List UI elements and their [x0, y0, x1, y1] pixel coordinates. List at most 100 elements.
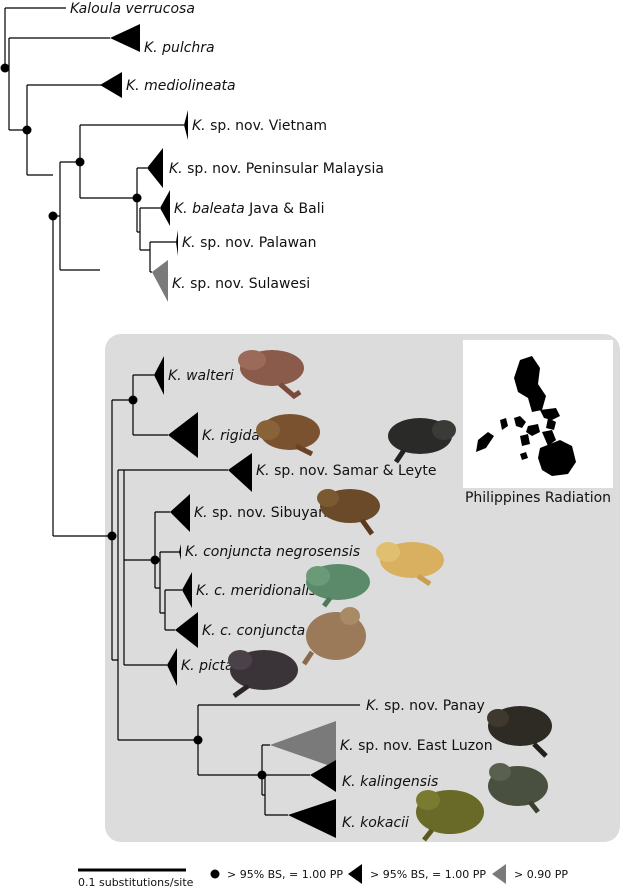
frog-photo-c-conjuncta — [301, 607, 366, 666]
taxon-part: sp. nov. Palawan — [196, 235, 317, 251]
frog-photo-negrosensis — [376, 542, 444, 587]
taxon-part: K. baleata — [174, 201, 245, 217]
taxon-part: sp. nov. Sibuyan — [208, 505, 327, 521]
frog-photo-panay — [487, 706, 552, 758]
taxon-labels: Kaloula verrucosa K. pulchra K. mediolin… — [70, 1, 493, 831]
support-dots — [0, 63, 267, 780]
collapsed-clades — [100, 24, 336, 838]
taxon-label-k-rigida: K. rigida — [202, 428, 260, 444]
philippines-map: Philippines Radiation — [463, 340, 613, 506]
taxon-part: K. kokacii — [342, 815, 409, 831]
taxon-label-k-meridionalis: K. c. meridionalis — [196, 583, 316, 599]
triangle-k-sibuyan — [170, 494, 190, 532]
node-dot — [22, 125, 32, 135]
triangle-k-palawan — [176, 230, 178, 256]
taxon-part: K. picta — [181, 658, 234, 674]
philippines-radiation-label: Philippines Radiation — [465, 490, 611, 506]
node-dot — [48, 211, 58, 221]
triangle-k-pulchra — [110, 24, 140, 52]
taxon-part: sp. nov. Samar & Leyte — [270, 463, 437, 479]
taxon-label-kaloula-verrucosa: Kaloula verrucosa — [70, 1, 195, 17]
tree-branches — [4, 7, 360, 816]
frog-photo-picta — [228, 650, 298, 699]
triangle-k-peninsular-malaysia — [147, 148, 163, 188]
taxon-label-k-pulchra: K. pulchra — [144, 40, 215, 56]
node-dot — [107, 531, 117, 541]
map-background — [463, 340, 613, 488]
legend-black-triangle-label: > 95% BS, = 1.00 PP — [370, 868, 486, 881]
triangle-k-negrosensis — [179, 544, 181, 560]
legend-gray-triangle-label: > 0.90 PP — [514, 868, 568, 881]
frog-photo-kalingensis — [488, 763, 548, 814]
taxon-label-k-sibuyan: K. sp. nov. Sibuyan — [194, 505, 327, 521]
taxon-part: Java & Bali — [245, 201, 325, 217]
node-dot — [132, 193, 142, 203]
taxon-label-k-kalingensis: K. kalingensis — [342, 774, 438, 790]
node-dot — [193, 735, 203, 745]
taxon-part: K. — [194, 505, 208, 521]
taxon-label-k-c-conjuncta: K. c. conjuncta — [202, 623, 305, 639]
taxon-part: K. — [169, 161, 183, 177]
scale-bar-label: 0.1 substitutions/site — [78, 876, 194, 889]
taxon-part: K. rigida — [202, 428, 260, 444]
taxon-label-k-samar-leyte: K. sp. nov. Samar & Leyte — [256, 463, 437, 479]
taxon-label-k-sulawesi: K. sp. nov. Sulawesi — [172, 276, 310, 292]
taxon-label-k-vietnam: K. sp. nov. Vietnam — [192, 118, 327, 134]
legend-black-triangle-icon — [348, 864, 362, 884]
taxon-label-k-mediolineata: K. mediolineata — [126, 78, 236, 94]
taxon-label-k-walteri: K. walteri — [168, 368, 234, 384]
taxon-part: K. conjuncta negrosensis — [185, 544, 360, 560]
taxon-part: K. — [340, 738, 354, 754]
node-dot — [75, 157, 85, 167]
taxon-part: K. c. meridionalis — [196, 583, 316, 599]
taxon-part: K. pulchra — [144, 40, 215, 56]
triangle-k-kokacii — [288, 799, 336, 838]
node-dot — [0, 63, 10, 73]
triangle-k-vietnam — [184, 110, 188, 140]
taxon-part: K. — [192, 118, 206, 134]
triangle-k-kalingensis — [310, 760, 336, 792]
taxon-part: K. mediolineata — [126, 78, 236, 94]
legend-dot-label: > 95% BS, = 1.00 PP — [227, 868, 343, 881]
taxon-part: sp. nov. Panay — [380, 698, 485, 714]
triangle-k-samar-leyte — [228, 453, 252, 492]
triangle-k-east-luzon — [270, 721, 336, 768]
taxon-part: K. c. conjuncta — [202, 623, 305, 639]
triangle-k-rigida — [168, 412, 198, 458]
taxon-part: sp. nov. East Luzon — [354, 738, 493, 754]
map-islands — [476, 356, 576, 476]
taxon-part: K. — [172, 276, 186, 292]
taxon-part: sp. nov. Vietnam — [206, 118, 327, 134]
node-dot — [150, 555, 160, 565]
taxon-label-k-east-luzon: K. sp. nov. East Luzon — [340, 738, 493, 754]
frog-photo-walteri — [238, 350, 304, 400]
legend-gray-triangle-icon — [492, 864, 506, 884]
taxon-part: K. — [182, 235, 196, 251]
triangle-k-mediolineata — [100, 72, 122, 98]
frog-photos — [228, 350, 552, 842]
frog-photo-kokacii — [416, 790, 484, 842]
node-dot — [128, 395, 138, 405]
legend: 0.1 substitutions/site > 95% BS, = 1.00 … — [78, 864, 568, 889]
triangle-k-sulawesi — [152, 260, 168, 302]
legend-dot-icon — [210, 869, 220, 879]
triangle-k-baleata — [160, 190, 170, 226]
frog-photo-samar-leyte — [388, 418, 456, 464]
taxon-part: K. walteri — [168, 368, 234, 384]
frog-photo-sibuyan — [317, 489, 380, 536]
triangle-k-meridionalis — [182, 572, 192, 608]
triangle-k-walteri — [154, 356, 164, 395]
taxon-label-k-panay: K. sp. nov. Panay — [366, 698, 485, 714]
taxon-part: K. — [256, 463, 270, 479]
taxon-label-k-negrosensis: K. conjuncta negrosensis — [185, 544, 360, 560]
taxon-label-k-peninsular-malaysia: K. sp. nov. Peninsular Malaysia — [169, 161, 384, 177]
taxon-part: K. kalingensis — [342, 774, 438, 790]
taxon-label-k-kokacii: K. kokacii — [342, 815, 409, 831]
taxon-part: sp. nov. Sulawesi — [186, 276, 311, 292]
taxon-part: K. — [366, 698, 380, 714]
triangle-k-picta — [167, 648, 177, 686]
taxon-part: Kaloula verrucosa — [70, 1, 195, 17]
taxon-label-k-baleata: K. baleata Java & Bali — [174, 201, 325, 217]
taxon-part: sp. nov. Peninsular Malaysia — [183, 161, 384, 177]
